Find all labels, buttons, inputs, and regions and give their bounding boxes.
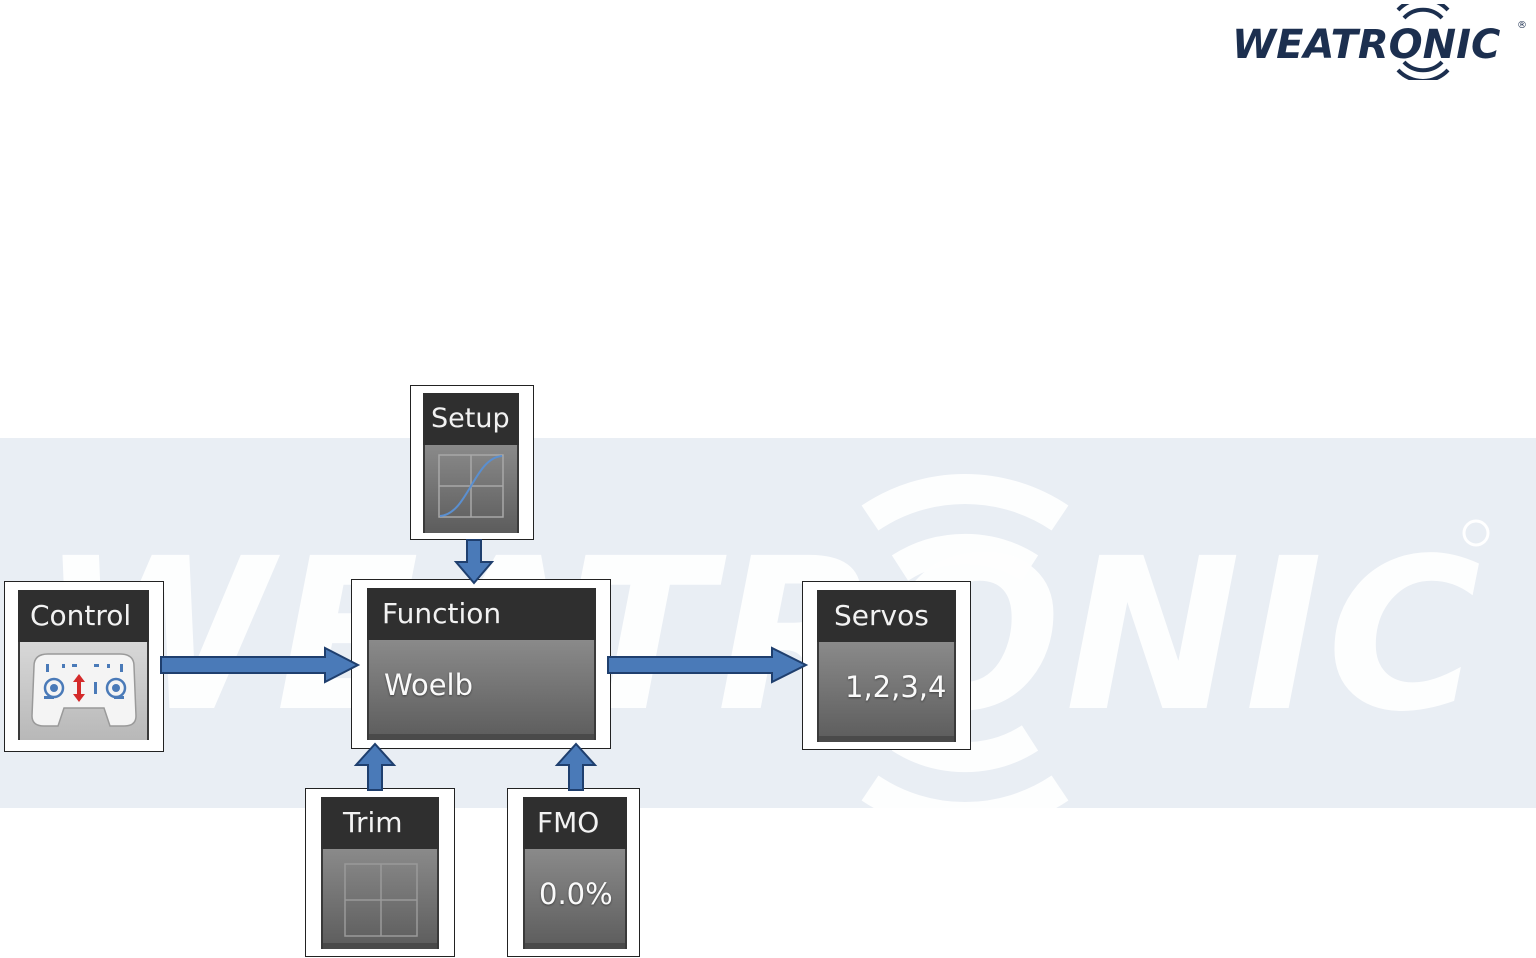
- fmo-bottom-strip: [525, 943, 625, 949]
- function-value: Woelb: [384, 668, 473, 702]
- weatronic-logo: WEATRONIC ®: [1228, 4, 1528, 80]
- control-label: Control: [18, 590, 149, 642]
- servos-value: 1,2,3,4: [845, 670, 946, 704]
- function-body: Woelb: [367, 640, 596, 740]
- function-bottom-strip: [369, 734, 594, 740]
- curve-graph-icon: [438, 454, 504, 518]
- setup-tile[interactable]: Setup: [423, 393, 519, 533]
- function-label: Function: [367, 588, 596, 640]
- control-tile[interactable]: Control: [18, 590, 149, 740]
- logo-text: WEATRONIC: [1232, 22, 1500, 68]
- svg-text:WEATRONIC: WEATRONIC: [40, 513, 1485, 758]
- fmo-value: 0.0%: [539, 877, 613, 911]
- grid-icon: [344, 863, 418, 937]
- servos-body: 1,2,3,4: [817, 642, 956, 742]
- trim-tile[interactable]: Trim: [321, 797, 439, 949]
- registered-mark: ®: [1517, 20, 1527, 31]
- servos-label: Servos: [817, 590, 956, 642]
- setup-label: Setup: [423, 393, 519, 445]
- watermark-logo: WEATRONIC: [0, 438, 1536, 808]
- fmo-body: 0.0%: [523, 849, 627, 949]
- setup-body: [423, 445, 519, 533]
- trim-bottom-strip: [323, 943, 437, 949]
- trim-body: [321, 849, 439, 949]
- transmitter-icon: [24, 646, 144, 732]
- servos-bottom-strip: [819, 736, 954, 742]
- function-tile[interactable]: Function Woelb: [367, 588, 596, 740]
- trim-label: Trim: [321, 797, 439, 849]
- fmo-tile[interactable]: FMO 0.0%: [523, 797, 627, 949]
- fmo-label: FMO: [523, 797, 627, 849]
- servos-tile[interactable]: Servos 1,2,3,4: [817, 590, 956, 742]
- control-body: [18, 642, 149, 740]
